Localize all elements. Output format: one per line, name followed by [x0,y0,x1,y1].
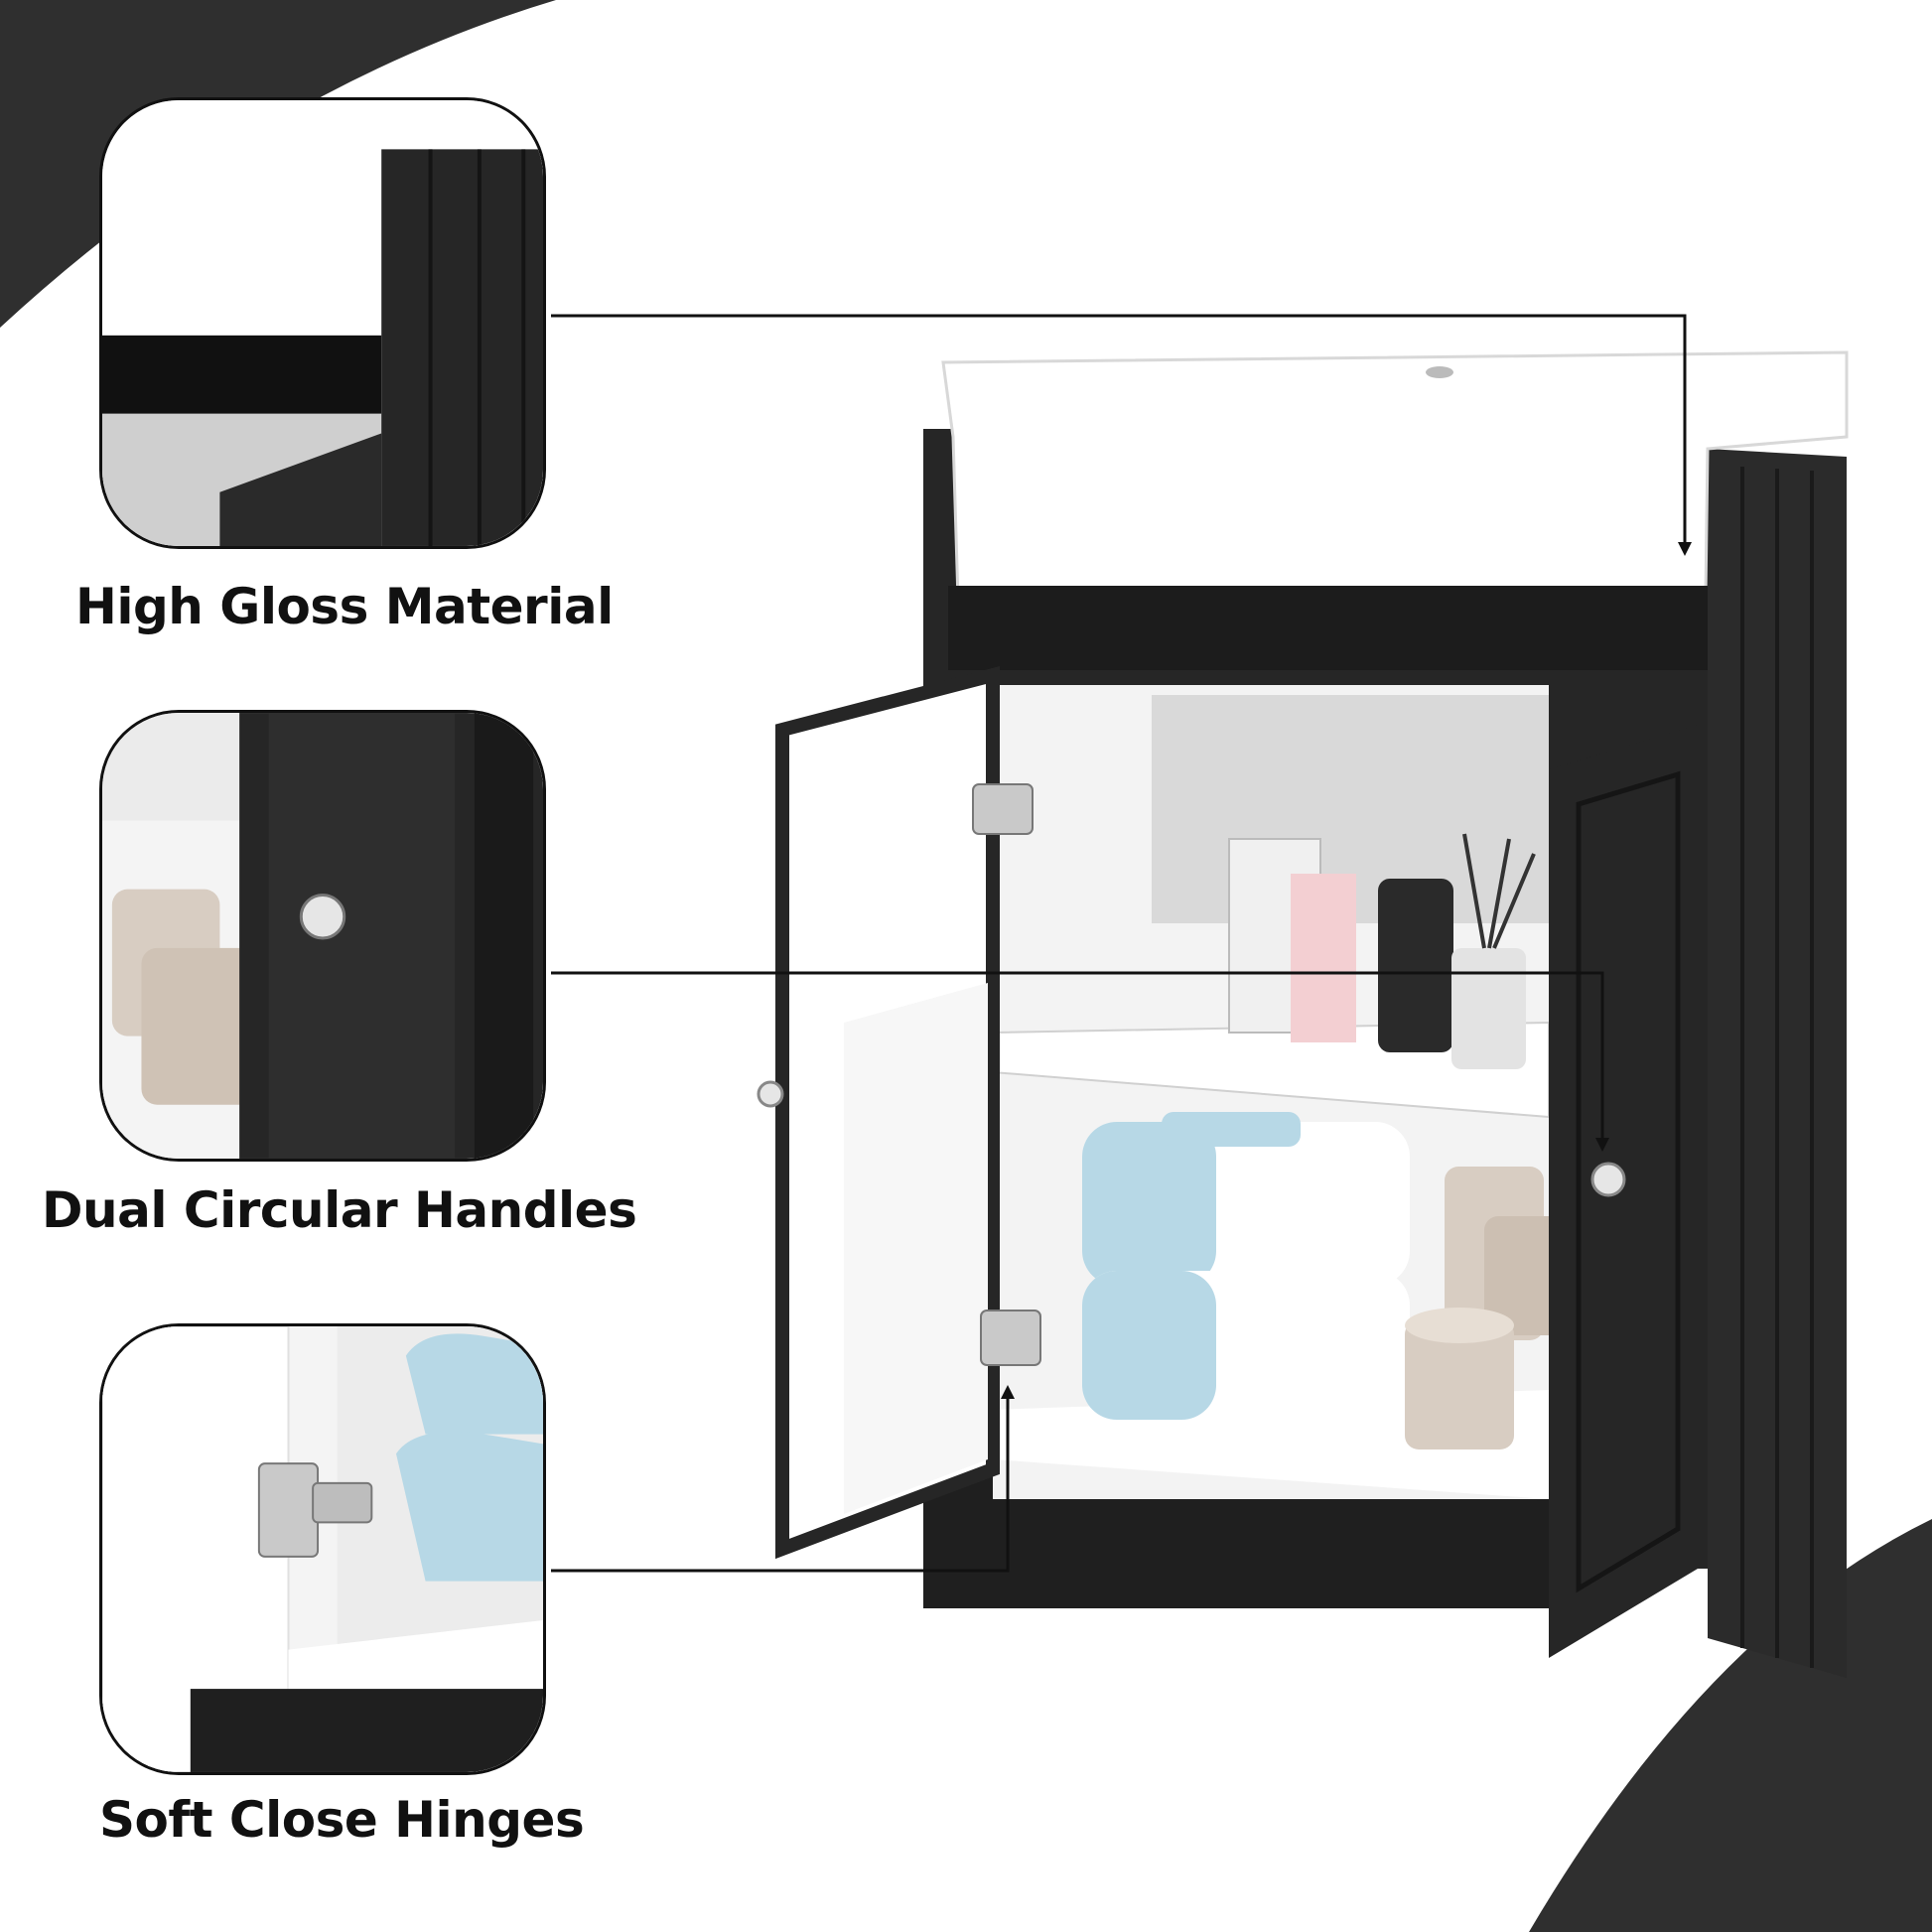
feature-card-hinges [99,1323,546,1775]
feature-label-hinges: Soft Close Hinges [99,1791,585,1849]
feature-label-handles: Dual Circular Handles [42,1181,637,1239]
feature-card-high-gloss [99,97,546,549]
feature-card-handles [99,710,546,1162]
chrome-knob-icon [299,894,346,940]
hinges-closeup-image [102,1326,543,1772]
handles-closeup-image [102,713,543,1159]
feature-label-high-gloss: High Gloss Material [75,578,614,635]
high-gloss-closeup-image [102,100,543,546]
hinge-icon [257,1462,373,1558]
